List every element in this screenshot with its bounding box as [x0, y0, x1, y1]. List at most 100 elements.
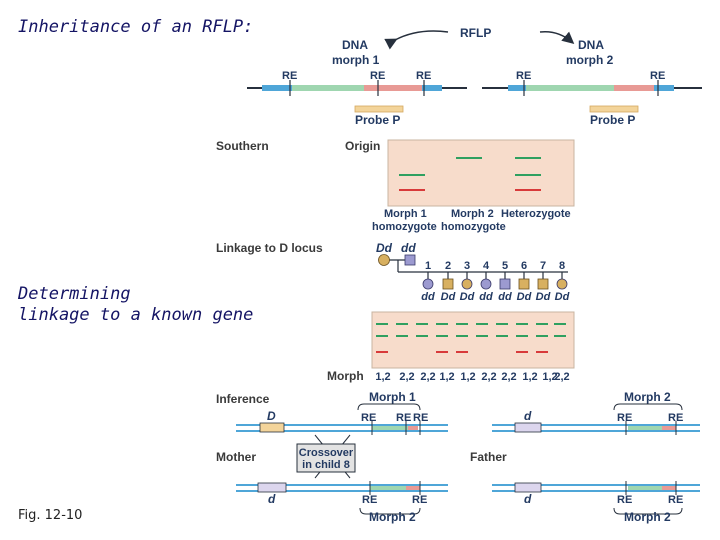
- child-symbol: [556, 278, 568, 290]
- morph-value: 1,2: [375, 371, 390, 383]
- mother-bottom-morph2: Morph 2: [369, 510, 416, 524]
- child-genotype: dd: [421, 291, 435, 303]
- morph1-hz: Morph 1: [384, 208, 427, 220]
- child-genotype: Dd: [555, 291, 570, 303]
- morph-value: 2,2: [481, 371, 496, 383]
- homozygote-1: homozygote: [372, 221, 437, 233]
- mother-chrom-bottom: [236, 481, 448, 495]
- child-number: 4: [483, 260, 490, 272]
- morph-value: 2,2: [501, 371, 516, 383]
- child-number: 1: [425, 260, 431, 272]
- morph-value: 2,2: [399, 371, 414, 383]
- gene-d-father-top: d: [524, 409, 532, 423]
- morph-value: 1,2: [522, 371, 537, 383]
- child-number: 3: [464, 260, 470, 272]
- re-f1: RE: [617, 412, 632, 424]
- child-number: 6: [521, 260, 527, 272]
- figure-label: Fig. 12-10: [18, 508, 83, 523]
- re-m1: RE: [361, 412, 376, 424]
- child-genotype: dd: [479, 291, 493, 303]
- rflp-label: RFLP: [460, 26, 491, 40]
- gene-d-father-bottom: d: [524, 492, 532, 506]
- morph-value: 2,2: [554, 371, 569, 383]
- probe-label-1: Probe P: [355, 113, 400, 127]
- morph-value: 1,2: [439, 371, 454, 383]
- morph-value: 2,2: [420, 371, 435, 383]
- father-symbol: [404, 254, 416, 266]
- southern-bands: [399, 157, 541, 191]
- father-chrom-top: [492, 421, 700, 435]
- children-group: 1 dd 2Dd 3Dd 4 dd 5 dd 6Dd 7Dd 8Dd: [421, 260, 569, 303]
- father-label: Father: [470, 450, 507, 464]
- morph2-hz: Morph 2: [451, 208, 494, 220]
- morph2-label: morph 2: [566, 53, 614, 67]
- father-chrom-bottom: [492, 481, 700, 495]
- child-symbol: [422, 278, 434, 290]
- child-number: 5: [502, 260, 508, 272]
- child-symbol: [442, 278, 454, 290]
- re-2b: RE: [650, 70, 665, 82]
- morph-value: 1,2: [460, 371, 475, 383]
- child-genotype: Dd: [441, 291, 456, 303]
- morph1-label: morph 1: [332, 53, 380, 67]
- arrow-right: [539, 30, 575, 44]
- probe-label-2: Probe P: [590, 113, 635, 127]
- re-1c: RE: [416, 70, 431, 82]
- morph-row-label: Morph: [327, 369, 364, 383]
- homozygote-2: homozygote: [441, 221, 506, 233]
- child-symbol: [461, 278, 473, 290]
- child-symbol: [480, 278, 492, 290]
- arrow-left: [384, 30, 449, 50]
- probe-1: [354, 105, 404, 113]
- child-symbol: [537, 278, 549, 290]
- mother-top-morph1: Morph 1: [369, 390, 416, 404]
- gene-d-mother: d: [268, 492, 276, 506]
- crossover-text-2: in child 8: [302, 459, 350, 471]
- pedigree-lines: [389, 259, 568, 273]
- origin-label: Origin: [345, 139, 380, 153]
- morph-value: 1,2: [542, 371, 557, 383]
- father-top-morph2: Morph 2: [624, 390, 671, 404]
- child-genotype: Dd: [517, 291, 532, 303]
- heterozygote-label: Heterozygote: [501, 208, 571, 220]
- crossover-text-1: Crossover: [299, 447, 354, 459]
- child-genotype: Dd: [536, 291, 551, 303]
- slide-title: Inheritance of an RFLP:: [18, 17, 254, 37]
- subtitle-line-2: linkage to a known gene: [18, 305, 254, 325]
- subtitle-line-1: Determining: [18, 284, 131, 304]
- re-m5: RE: [412, 494, 427, 506]
- dna-morph1-strand: [247, 80, 467, 96]
- child-number: 7: [540, 260, 546, 272]
- re-m3: RE: [413, 412, 428, 424]
- re-m4: RE: [362, 494, 377, 506]
- bracket-2: [359, 507, 421, 515]
- southern-gel: [387, 139, 575, 207]
- bracket-4: [613, 507, 683, 515]
- father-genotype: dd: [401, 241, 416, 255]
- southern-label: Southern: [216, 139, 269, 153]
- child-symbol: [518, 278, 530, 290]
- dna-label-1: DNA: [342, 38, 368, 52]
- slide-subtitle: Determining linkage to a known gene: [18, 284, 258, 326]
- re-1b: RE: [370, 70, 385, 82]
- father-bottom-morph2: Morph 2: [624, 510, 671, 524]
- child-number: 8: [559, 260, 565, 272]
- pedigree-gel: [371, 311, 575, 369]
- re-2a: RE: [516, 70, 531, 82]
- inference-label: Inference: [216, 392, 270, 406]
- probe-2: [589, 105, 639, 113]
- mother-label: Mother: [216, 450, 256, 464]
- bracket-3: [613, 403, 683, 411]
- child-genotype: Dd: [460, 291, 475, 303]
- dna-morph2-strand: [482, 80, 702, 96]
- dna-label-2: DNA: [578, 38, 604, 52]
- linkage-label: Linkage to D locus: [216, 241, 323, 255]
- re-1a: RE: [282, 70, 297, 82]
- mother-symbol: [378, 254, 390, 266]
- re-m2: RE: [396, 412, 411, 424]
- child-genotype: dd: [498, 291, 512, 303]
- child-number: 2: [445, 260, 451, 272]
- re-f2: RE: [668, 412, 683, 424]
